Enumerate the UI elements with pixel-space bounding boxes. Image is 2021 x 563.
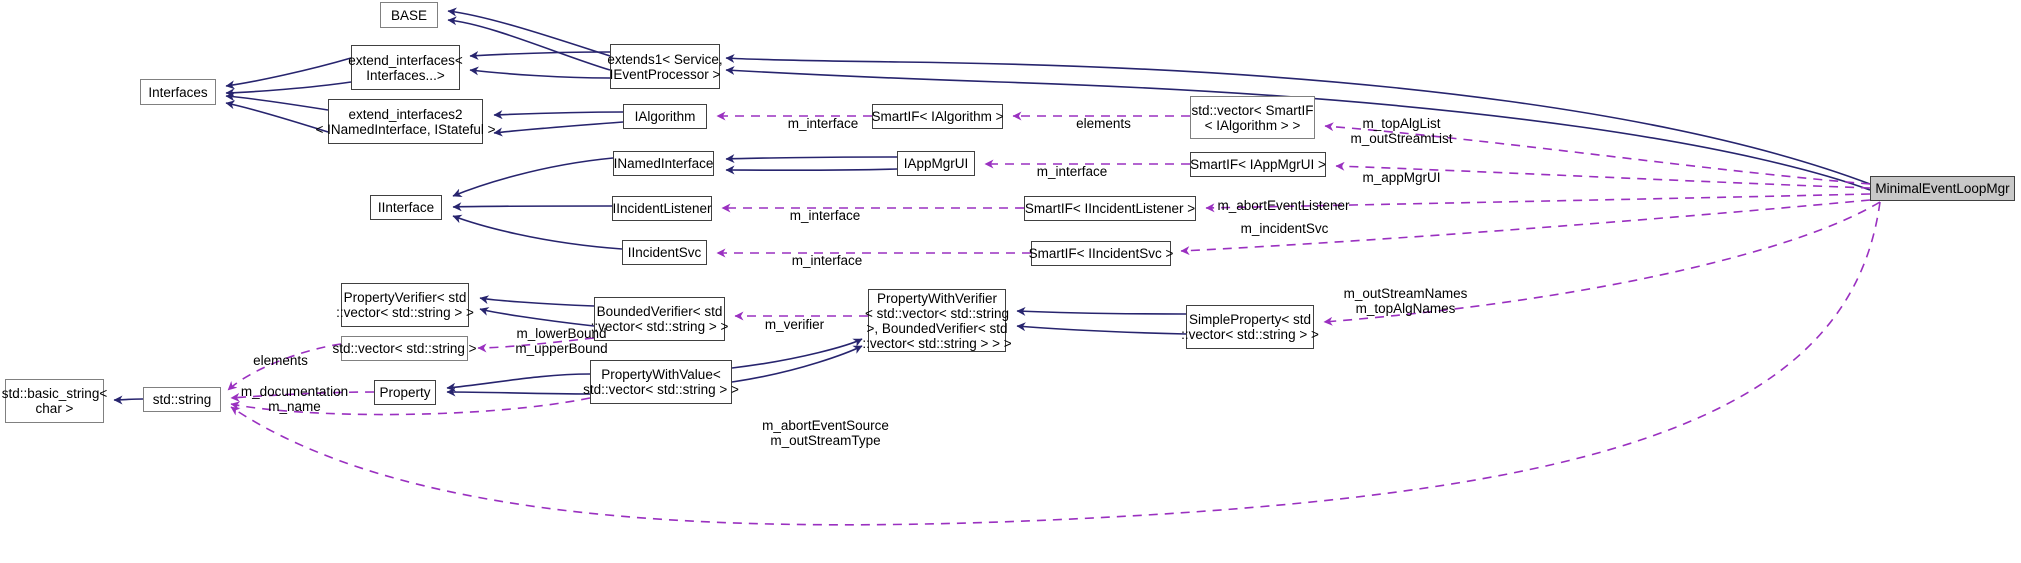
class-node-vector-smartif-ialgorithm[interactable]: std::vector< SmartIF < IAlgorithm > > bbox=[1190, 96, 1315, 139]
node-label-line1: PropertyVerifier< std bbox=[343, 290, 467, 305]
edge-label-text-line1: m_topAlgList bbox=[1362, 116, 1441, 131]
class-node-interfaces[interactable]: Interfaces bbox=[140, 79, 216, 105]
class-node-vector-string[interactable]: std::vector< std::string > bbox=[332, 336, 477, 361]
edge-label-text-line1: m_documentation bbox=[240, 384, 349, 399]
edge-label-m-interface-incidentlistener: m_interface bbox=[770, 193, 865, 238]
node-label: BASE bbox=[390, 7, 428, 23]
node-label-line1: BoundedVerifier< std bbox=[596, 304, 723, 319]
class-node-extends1-service[interactable]: extends1< Service, IEventProcessor > bbox=[607, 44, 723, 89]
class-node-property[interactable]: Property bbox=[374, 380, 436, 405]
node-label-line2: < IAlgorithm > > bbox=[1204, 117, 1301, 133]
edge-label-documentation-name: m_documentation m_name bbox=[222, 369, 352, 429]
class-node-inamedinterface[interactable]: INamedInterface bbox=[613, 151, 714, 176]
edge-label-text: m_interface bbox=[787, 116, 859, 131]
node-label-line2: IEventProcessor > bbox=[609, 66, 721, 82]
class-node-smartif-ialgorithm[interactable]: SmartIF< IAlgorithm > bbox=[871, 104, 1004, 129]
edge-label-verifier: m_verifier bbox=[742, 302, 832, 347]
class-node-iinterface[interactable]: IInterface bbox=[370, 195, 442, 220]
class-node-extend-interfaces2[interactable]: extend_interfaces2 < INamedInterface, IS… bbox=[315, 99, 496, 144]
node-label-line1: std::basic_string< bbox=[1, 386, 108, 401]
edge-label-m-interface-appmgrui: m_interface bbox=[1017, 149, 1112, 194]
node-label-line1: std::vector< SmartIF bbox=[1191, 102, 1314, 118]
class-node-base[interactable]: BASE bbox=[380, 2, 438, 28]
node-label-line4: ::vector< std::string > > > bbox=[862, 335, 1012, 351]
class-node-ialgorithm[interactable]: IAlgorithm bbox=[623, 104, 707, 129]
node-label-line2: std::vector< std::string > > bbox=[583, 382, 739, 397]
edge-label-appmgrui: m_appMgrUI bbox=[1344, 155, 1444, 200]
class-node-propertyverifier[interactable]: PropertyVerifier< std ::vector< std::str… bbox=[336, 283, 474, 327]
edge-label-bounds: m_lowerBound m_upperBound bbox=[494, 311, 614, 371]
edge-label-text: elements bbox=[1076, 116, 1131, 131]
class-node-extend-interfaces[interactable]: extend_interfaces< Interfaces...> bbox=[348, 45, 463, 90]
class-node-iappmgrui[interactable]: IAppMgrUI bbox=[897, 151, 975, 176]
edge-label-text: m_interface bbox=[1036, 164, 1108, 179]
node-label: INamedInterface bbox=[613, 156, 714, 171]
node-label: IAlgorithm bbox=[634, 109, 696, 124]
node-label-line1: extend_interfaces< bbox=[348, 52, 463, 68]
edge-label-m-interface-incidentsvc: m_interface bbox=[772, 238, 867, 283]
class-node-iincidentlistener[interactable]: IIncidentListener bbox=[612, 196, 712, 221]
class-node-basic-string[interactable]: std::basic_string< char > bbox=[1, 379, 108, 423]
edge-label-text: m_verifier bbox=[764, 317, 825, 332]
class-node-iincidentsvc[interactable]: IIncidentSvc bbox=[622, 240, 707, 265]
edge-label-text-line2: m_outStreamType bbox=[770, 433, 881, 448]
node-label-line2: ::vector< std::string > > bbox=[1181, 327, 1319, 342]
node-label-line1: PropertyWithVerifier bbox=[876, 290, 998, 306]
class-node-smartif-iincidentlistener[interactable]: SmartIF< IIncidentListener > bbox=[1024, 196, 1196, 221]
edge-label-text-line2: m_topAlgNames bbox=[1355, 301, 1456, 316]
node-label: IAppMgrUI bbox=[903, 156, 969, 171]
node-label-line2: char > bbox=[35, 401, 74, 416]
edge-label-outstreamnames: m_outStreamNames m_topAlgNames bbox=[1325, 271, 1471, 331]
node-label-line1: extend_interfaces2 bbox=[348, 106, 463, 122]
node-label-line2: < std::vector< std::string bbox=[864, 305, 1010, 321]
edge-label-text-line1: m_outStreamNames bbox=[1343, 286, 1468, 301]
node-label-line2: < INamedInterface, IStateful > bbox=[315, 121, 496, 137]
node-label-line2: Interfaces...> bbox=[366, 67, 445, 83]
node-label: SmartIF< IAlgorithm > bbox=[871, 109, 1004, 124]
node-label-line2: ::vector< std::string > > bbox=[336, 305, 474, 320]
edge-label-topalglist: m_topAlgList m_outStreamList bbox=[1334, 101, 1454, 161]
edge-label-incidentsvc: m_incidentSvc bbox=[1212, 206, 1342, 251]
node-label: SmartIF< IIncidentSvc > bbox=[1028, 246, 1174, 261]
class-node-std-string[interactable]: std::string bbox=[143, 387, 221, 412]
edge-label-text: elements bbox=[253, 353, 308, 368]
node-label: SmartIF< IAppMgrUI > bbox=[1190, 157, 1326, 172]
edge-label-text: m_appMgrUI bbox=[1362, 170, 1441, 185]
edge-label-elements-smartif: elements bbox=[1051, 101, 1141, 146]
node-label-line3: >, BoundedVerifier< std bbox=[866, 320, 1008, 336]
edge-label-text-line2: m_name bbox=[268, 399, 321, 414]
edge-label-text: m_incidentSvc bbox=[1240, 221, 1329, 236]
node-label: Property bbox=[379, 385, 431, 400]
node-label: IInterface bbox=[377, 200, 435, 215]
edge-label-text-line2: m_outStreamList bbox=[1350, 131, 1453, 146]
class-node-smartif-iincidentsvc[interactable]: SmartIF< IIncidentSvc > bbox=[1028, 241, 1174, 266]
class-node-propertywithverifier[interactable]: PropertyWithVerifier < std::vector< std:… bbox=[862, 289, 1012, 352]
node-label: SmartIF< IIncidentListener > bbox=[1024, 201, 1196, 216]
edge-label-text: m_interface bbox=[789, 208, 861, 223]
node-label-line1: PropertyWithValue< bbox=[601, 367, 721, 382]
class-node-minimaleventloopmgr[interactable]: MinimalEventLoopMgr bbox=[1870, 176, 2015, 201]
node-label: std::string bbox=[152, 392, 212, 407]
edge-label-text-line1: m_abortEventSource bbox=[762, 418, 889, 433]
node-label-line1: SimpleProperty< std bbox=[1189, 312, 1311, 327]
edge-label-text-line2: m_upperBound bbox=[515, 341, 608, 356]
node-label: Interfaces bbox=[148, 84, 208, 100]
node-label: MinimalEventLoopMgr bbox=[1875, 181, 2010, 196]
node-label: IIncidentSvc bbox=[627, 245, 702, 260]
edge-label-aborteventsource: m_abortEventSource m_outStreamType bbox=[742, 403, 894, 463]
class-node-simpleproperty[interactable]: SimpleProperty< std ::vector< std::strin… bbox=[1181, 305, 1319, 349]
node-label: IIncidentListener bbox=[612, 201, 712, 216]
node-label-line1: extends1< Service, bbox=[607, 51, 723, 67]
node-label: std::vector< std::string > bbox=[332, 341, 477, 356]
edge-label-text-line1: m_lowerBound bbox=[516, 326, 607, 341]
edge-label-m-interface-algorithm: m_interface bbox=[768, 101, 863, 146]
class-node-smartif-iappmgrui[interactable]: SmartIF< IAppMgrUI > bbox=[1190, 152, 1326, 177]
edge-label-text: m_interface bbox=[791, 253, 863, 268]
